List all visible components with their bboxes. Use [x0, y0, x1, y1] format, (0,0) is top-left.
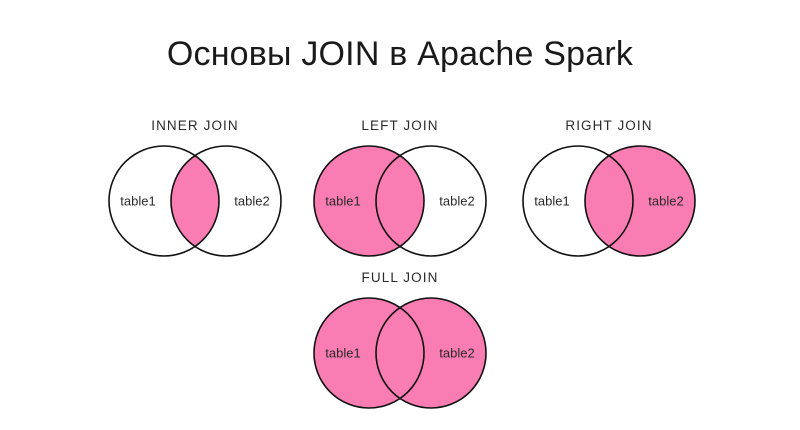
venn-label-left-fulljoin: table1 — [325, 345, 360, 360]
circle-left-outline-leftjoin — [313, 145, 425, 257]
circle-right-outline-inner — [170, 145, 282, 257]
venn-label-left-rightjoin: table1 — [534, 193, 569, 208]
intersection-fill-inner — [171, 146, 219, 256]
circle-left-fill-leftjoin — [314, 146, 424, 256]
venn-heading-left-join: LEFT JOIN — [361, 118, 439, 133]
circle-left-outline-fulljoin — [313, 297, 425, 409]
venn-label-right-leftjoin: table2 — [439, 193, 474, 208]
circle-right-fill-rightjoin — [585, 146, 695, 256]
circle-right-outline-leftjoin — [375, 145, 487, 257]
venn-heading-full-join: FULL JOIN — [361, 270, 439, 285]
circle-left-outline-rightjoin — [522, 145, 634, 257]
circle-right-fill-fulljoin — [376, 298, 486, 408]
venn-heading-inner-join: INNER JOIN — [151, 118, 239, 133]
venn-label-left-inner: table1 — [120, 193, 155, 208]
venn-svg-left-join: table1 table2 — [313, 145, 487, 257]
venn-label-right-inner: table2 — [234, 193, 269, 208]
venn-label-left-leftjoin: table1 — [325, 193, 360, 208]
circle-left-outline-inner — [108, 145, 220, 257]
venn-label-right-fulljoin: table2 — [439, 345, 474, 360]
circle-right-outline-rightjoin — [584, 145, 696, 257]
venn-svg-full-join: table1 table2 — [313, 297, 487, 409]
venn-label-right-rightjoin: table2 — [648, 193, 683, 208]
circle-right-outline-fulljoin — [375, 297, 487, 409]
venn-heading-right-join: RIGHT JOIN — [565, 118, 653, 133]
venn-svg-inner-join: table1 table2 — [108, 145, 282, 257]
page-title: Основы JOIN в Apache Spark — [166, 34, 634, 73]
venn-svg-right-join: table1 table2 — [522, 145, 696, 257]
